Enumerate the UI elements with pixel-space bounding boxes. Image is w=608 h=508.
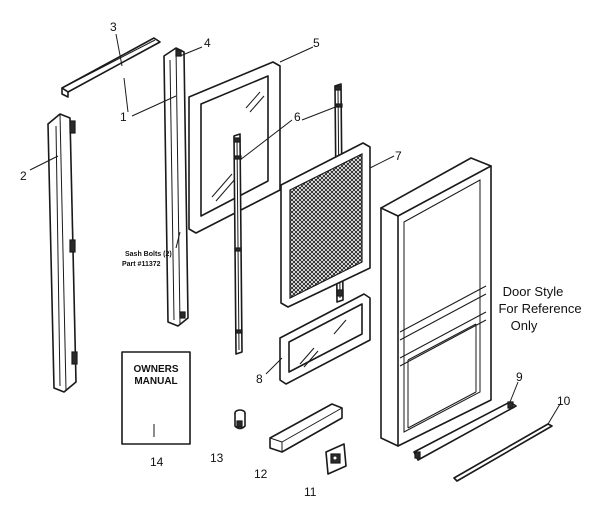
- callout-7: 7: [395, 149, 402, 163]
- part-9-bottom-sweep: [413, 401, 517, 461]
- callout-3: 3: [110, 20, 117, 34]
- part-6-expander-left: [233, 133, 243, 355]
- callout-11: 11: [304, 485, 317, 499]
- callout-13: 13: [210, 451, 224, 465]
- door-style-line3: Only: [511, 318, 538, 333]
- callout-5: 5: [313, 36, 320, 50]
- door-style-note: Door Style For Reference Only: [498, 284, 581, 333]
- reference-door: [380, 157, 492, 447]
- manual-title-line2: MANUAL: [134, 376, 177, 387]
- sash-bolts-note: Sash Bolts (2) Part #11372: [122, 251, 172, 268]
- callout-12: 12: [254, 467, 268, 481]
- callout-4: 4: [204, 36, 211, 50]
- part-4-latch-jamb: [163, 47, 189, 327]
- callout-2: 2: [20, 169, 27, 183]
- part-3-top-channel: [61, 37, 161, 98]
- sash-bolts-line2: Part #11372: [122, 261, 161, 268]
- sash-bolts-line1: Sash Bolts (2): [125, 251, 172, 258]
- callout-14: 14: [150, 455, 164, 469]
- part-12-block: [269, 403, 343, 453]
- callout-10: 10: [557, 394, 571, 408]
- part-10-rod: [453, 423, 553, 482]
- part-14-owners-manual: OWNERS MANUAL: [121, 351, 191, 445]
- callout-1: 1: [120, 110, 127, 124]
- leader-lines: [29, 33, 561, 425]
- callout-9: 9: [516, 370, 523, 384]
- part-8-lower-glass-panel: [279, 293, 371, 385]
- part-7-screen-sash: [280, 142, 371, 308]
- part-11-bracket: [325, 443, 347, 475]
- part-13-cap: [234, 409, 246, 430]
- callout-6: 6: [294, 110, 301, 124]
- part-2-hinge-jamb: [47, 113, 78, 393]
- manual-title-line1: OWNERS: [134, 364, 179, 375]
- callout-8: 8: [256, 372, 263, 386]
- door-style-line1: Door Style: [503, 284, 564, 299]
- callout-numbers: 3 4 5 1 2 6 7 8 9 10 11 12 13 14: [20, 20, 571, 499]
- door-style-line2: For Reference: [498, 301, 581, 316]
